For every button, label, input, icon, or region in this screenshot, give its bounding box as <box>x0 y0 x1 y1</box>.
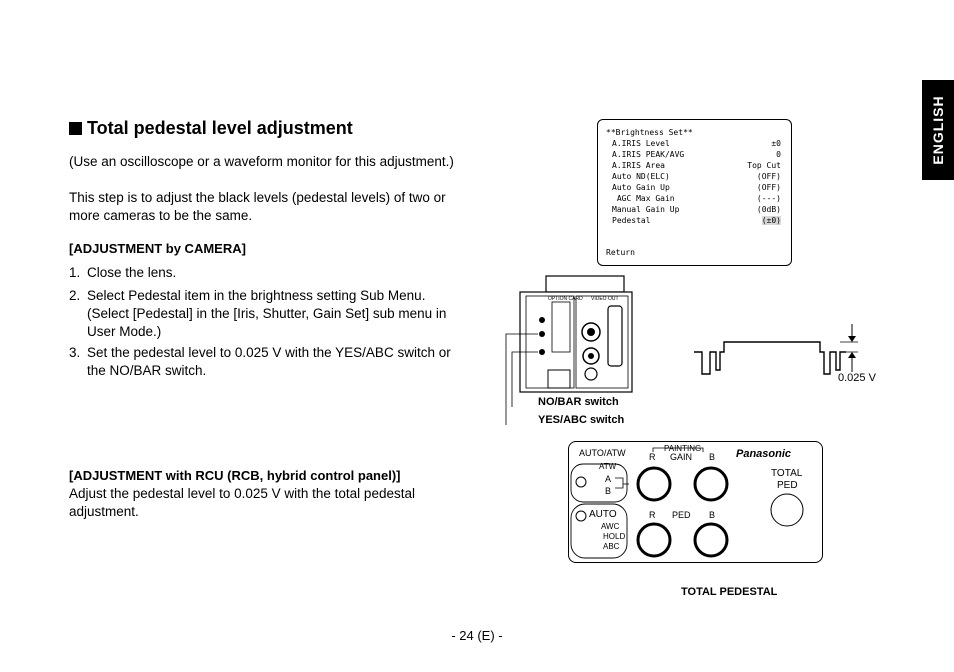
atw-button-icon <box>575 476 587 488</box>
section-title: Total pedestal level adjustment <box>69 118 353 139</box>
upper-arrow-icon <box>848 336 856 342</box>
brand-logo: Panasonic <box>736 448 792 460</box>
option-card-label: OPTION CARD <box>548 296 583 302</box>
intro-text: This step is to adjust the black levels … <box>69 190 446 223</box>
step-text: Select Pedestal item in the brightness s… <box>87 288 447 339</box>
step-3: 3. Set the pedestal level to 0.025 V wit… <box>69 344 464 380</box>
abc-label: ABC <box>603 542 620 551</box>
section-title-text: Total pedestal level adjustment <box>87 118 353 138</box>
ped-r-label: R <box>649 510 656 520</box>
step-number: 2. <box>69 288 81 303</box>
ped-label: PED <box>672 510 691 520</box>
connector-panel <box>575 295 629 389</box>
ped-b-knob-icon[interactable] <box>693 522 729 558</box>
a-label: A <box>605 474 612 484</box>
awc-label: AWC <box>601 522 620 531</box>
menu-item-label: AGC Max Gain <box>612 194 675 203</box>
language-tab-label: ENGLISH <box>930 95 946 165</box>
pedestal-waveform <box>694 324 858 375</box>
atw-bracket <box>615 477 624 489</box>
rcu-section-text: Adjust the pedestal level to 0.025 V wit… <box>69 486 415 519</box>
menu-item-label: A.IRIS Level <box>612 139 670 148</box>
remote-connector-icon <box>607 305 623 367</box>
page-number: - 24 (E) - <box>451 628 503 643</box>
waveform-trace <box>694 341 846 375</box>
total-pedestal-callout: TOTAL PEDESTAL <box>681 586 778 598</box>
lower-arrow-icon <box>848 352 856 358</box>
no-bar-callout-line <box>511 351 538 407</box>
menu-item-label: Auto Gain Up <box>612 183 670 192</box>
step-text: Close the lens. <box>87 265 177 280</box>
brightness-set-menu: **Brightness Set** A.IRIS Level ±0 A.IRI… <box>597 119 792 266</box>
menu-item-value: (0dB) <box>756 205 781 214</box>
menu-item-label: A.IRIS Area <box>612 161 665 170</box>
menu-item-value: Top Cut <box>747 161 781 170</box>
menu-item-value: (OFF) <box>756 172 781 181</box>
no-bar-switch-icon <box>539 349 545 355</box>
gain-b-knob-icon[interactable] <box>693 466 729 502</box>
dc-in-connector-icon <box>584 367 598 381</box>
menu-item-label: A.IRIS PEAK/AVG <box>612 150 685 159</box>
menu-item-value: (---) <box>756 194 781 203</box>
menu-item-value: ±0 <box>771 139 781 148</box>
painting-label: PAINTING <box>664 444 702 453</box>
menu-item-value: (OFF) <box>756 183 781 192</box>
menu-item-label: Auto ND(ELC) <box>612 172 670 181</box>
bullet-square-icon <box>69 122 82 135</box>
rcu-panel-graphics <box>570 447 804 559</box>
language-tab: ENGLISH <box>922 80 954 180</box>
gain-label: GAIN <box>670 452 693 462</box>
step-1: 1. Close the lens. <box>69 264 464 282</box>
yes-abc-switch-callout: YES/ABC switch <box>538 414 625 426</box>
total-label: TOTAL <box>771 468 803 479</box>
hold-label: HOLD <box>603 532 626 541</box>
menu-item-label: Manual Gain Up <box>612 205 680 214</box>
card-eject-icon <box>547 369 571 389</box>
menu-item-value: 0 <box>776 150 781 159</box>
menu-switch-icon <box>539 317 545 323</box>
camera-top-block <box>545 275 625 293</box>
yes-abc-callout-line <box>505 333 538 425</box>
atw-switch-group <box>570 463 628 503</box>
menu-item-value-selected: (±0) <box>761 216 781 225</box>
no-bar-switch-callout: NO/BAR switch <box>538 396 619 408</box>
step-text: Set the pedestal level to 0.025 V with t… <box>87 345 451 378</box>
camera-rear-diagram <box>505 275 633 425</box>
ped-r-knob-icon[interactable] <box>636 522 672 558</box>
auto-label: AUTO <box>589 509 617 520</box>
video-out-label: VIDEO OUT <box>591 296 619 302</box>
b-label: B <box>605 486 612 496</box>
gain-r-knob-icon[interactable] <box>636 466 672 502</box>
atw-label: ATW <box>599 462 617 471</box>
menu-return: Return <box>606 248 635 257</box>
rcu-panel: AUTO/ATW ATW A B AUTO AWC HOLD ABC PAINT… <box>568 441 823 563</box>
painting-bracket <box>652 447 704 452</box>
step-number: 3. <box>69 345 81 360</box>
total-ped-label: PED <box>777 480 798 491</box>
auto-atw-label: AUTO/ATW <box>579 448 626 458</box>
waveform-level-label: 0.025 V <box>838 372 876 384</box>
auto-button-icon <box>575 510 587 522</box>
auto-switch-group <box>570 503 628 559</box>
step-number: 1. <box>69 265 81 280</box>
ped-b-label: B <box>709 510 716 520</box>
camera-section-heading: [ADJUSTMENT by CAMERA] <box>69 241 246 256</box>
gl-in-pin-icon <box>588 353 594 359</box>
yes-abc-switch-icon <box>539 331 545 337</box>
total-ped-knob-icon[interactable] <box>770 493 804 527</box>
intro-note: (Use an oscilloscope or a waveform monit… <box>69 154 454 169</box>
menu-item-label: Pedestal <box>612 216 651 225</box>
step-2: 2. Select Pedestal item in the brightnes… <box>69 287 464 341</box>
gain-r-label: R <box>649 452 656 462</box>
menu-title: **Brightness Set** <box>606 128 693 137</box>
card-slot <box>551 301 571 353</box>
video-out-pin-icon <box>587 328 595 336</box>
gain-b-label: B <box>709 452 716 462</box>
rcu-section-heading: [ADJUSTMENT with RCU (RCB, hybrid contro… <box>69 468 401 483</box>
